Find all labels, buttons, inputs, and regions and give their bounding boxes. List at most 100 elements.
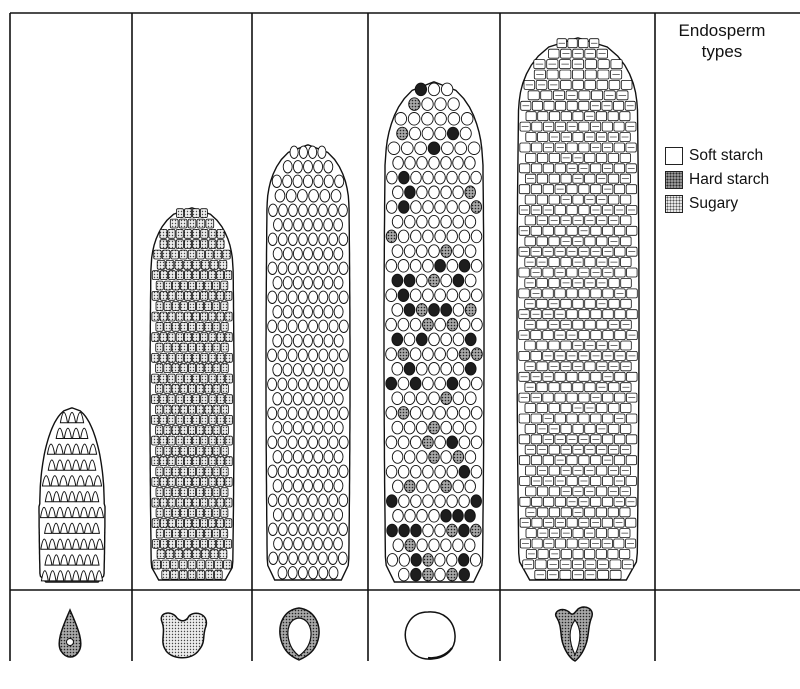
kernel (519, 289, 530, 298)
kernel (180, 508, 187, 517)
kernel (268, 465, 277, 477)
kernel (213, 467, 220, 476)
kernel (579, 289, 590, 298)
kernel (543, 164, 553, 173)
kernel (298, 349, 307, 361)
kernel (283, 175, 292, 187)
kernel (525, 341, 536, 350)
kernel (392, 304, 403, 317)
kernel (573, 383, 584, 392)
kernel (416, 245, 427, 258)
kernel (472, 318, 483, 331)
kernel (561, 404, 572, 413)
kernel (453, 539, 463, 552)
kernel (273, 422, 282, 434)
kernel (626, 456, 636, 465)
kernel (293, 393, 302, 405)
kernel (319, 494, 328, 506)
corn-ear-4 (384, 82, 484, 582)
kernel (172, 302, 179, 311)
kernel (299, 552, 308, 564)
kernel (152, 374, 159, 383)
kernel (447, 524, 458, 537)
kernel (309, 146, 317, 158)
kernel (319, 465, 328, 477)
kernel (268, 378, 277, 390)
kernel (319, 320, 328, 332)
kernel (465, 392, 476, 405)
kernel (309, 378, 318, 390)
kernel (201, 498, 208, 507)
kernel (156, 467, 163, 476)
kernel (172, 488, 179, 497)
kernel (283, 364, 292, 376)
kernel (573, 424, 584, 433)
kernel (160, 312, 167, 321)
kernel (453, 157, 464, 170)
kernel (453, 274, 464, 287)
kernel (217, 539, 224, 548)
kernel (304, 248, 313, 260)
kernel (309, 204, 318, 216)
kernel (324, 335, 333, 347)
kernel (465, 333, 476, 346)
kernel (596, 112, 606, 121)
kernel (579, 310, 590, 319)
kernel (304, 393, 313, 405)
kernel (411, 524, 422, 537)
kernel (197, 405, 204, 414)
kernel (189, 529, 196, 538)
kernel (537, 341, 548, 350)
kernel (555, 226, 566, 235)
kernel (162, 570, 170, 579)
kernel (441, 539, 451, 552)
kernel (209, 312, 216, 321)
kernel (201, 539, 208, 548)
kernel (268, 233, 277, 245)
kernel (188, 250, 196, 259)
kernel (416, 304, 427, 317)
kernel (573, 112, 583, 121)
kernel (164, 384, 171, 393)
kernel (209, 498, 216, 507)
kernel (205, 343, 212, 352)
kernel (428, 142, 440, 155)
kernel (156, 446, 163, 455)
kernel (591, 331, 602, 340)
kernel (283, 161, 292, 173)
kernel (164, 281, 171, 290)
kernel (213, 364, 220, 373)
kernel (386, 230, 397, 243)
kernel (561, 508, 571, 517)
kernel (573, 195, 584, 204)
legend-label: Sugary (689, 195, 738, 213)
kernel (387, 171, 398, 184)
kernel (399, 568, 410, 581)
kernel (398, 377, 409, 390)
kernel (614, 143, 624, 152)
kernel (329, 204, 338, 216)
kernel (459, 318, 470, 331)
kernel (620, 153, 630, 162)
kernel (184, 498, 191, 507)
kernel (219, 550, 227, 559)
kernel (441, 421, 452, 434)
kernel (561, 174, 571, 183)
kernel (543, 268, 554, 277)
kernel (304, 161, 313, 173)
kernel (435, 171, 446, 184)
kernel (176, 229, 183, 238)
kernel (188, 364, 195, 373)
kernel (555, 393, 566, 402)
kernel (526, 487, 536, 496)
kernel (225, 291, 232, 300)
kernel (543, 185, 553, 194)
kernel (415, 142, 427, 155)
kernel (309, 552, 318, 564)
kernel (283, 335, 292, 347)
kernel (176, 415, 183, 424)
kernel (387, 554, 397, 567)
kernel (573, 320, 584, 329)
kernel (591, 310, 602, 319)
kernel (171, 250, 179, 259)
